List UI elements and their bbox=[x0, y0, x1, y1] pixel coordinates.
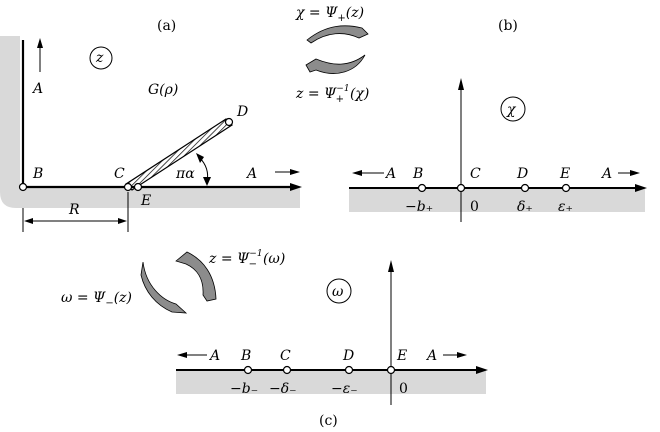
panel-a-horizontal-arrowhead bbox=[290, 183, 302, 191]
panel-b-point-B bbox=[417, 183, 427, 193]
panel-c-plane-circle bbox=[326, 278, 352, 304]
panel-a-point-E bbox=[133, 182, 143, 192]
inverse-minus-map-label: z = Ψ−1−(ω) bbox=[208, 249, 285, 270]
panel-a-angle-label: πα bbox=[175, 166, 195, 182]
panel-a-point-C bbox=[123, 182, 133, 192]
panel-b-right-arrowhead bbox=[630, 170, 640, 176]
panel-c: (c) ω A B C D E A −b₋ −δ₋ −ε₋ 0 bbox=[176, 260, 488, 429]
inverse-plus-map-label: z = Ψ−1+(χ) bbox=[295, 84, 369, 105]
panel-c-letter-A-left: A bbox=[208, 348, 220, 364]
panel-b-value-D: δ₊ bbox=[517, 199, 533, 215]
panel-a-point-D bbox=[224, 117, 234, 127]
panel-b-value-E: ε₊ bbox=[558, 199, 573, 215]
panel-c-caption: (c) bbox=[319, 413, 338, 429]
panel-b-letter-D: D bbox=[516, 166, 528, 182]
panel-c-point-D bbox=[344, 365, 354, 375]
panel-c-letter-C: C bbox=[280, 348, 291, 364]
panel-a-label-A-right: A bbox=[245, 166, 257, 182]
panel-a-point-B bbox=[18, 182, 28, 192]
panel-b-imag-axis-arrowhead bbox=[458, 78, 464, 90]
panel-a-label-B: B bbox=[32, 166, 43, 182]
panel-a-label-D: D bbox=[236, 104, 248, 120]
bottom-map-arrows: z = Ψ−1−(ω) ω = Ψ−(z) bbox=[61, 249, 285, 314]
panel-a-region-label: G(ρ) bbox=[148, 82, 178, 98]
panel-a-plane-circle bbox=[89, 46, 113, 70]
panel-a-top-arrowhead bbox=[37, 38, 43, 48]
panel-b-plane-symbol: χ bbox=[506, 102, 517, 118]
panel-b-left-arrowhead bbox=[352, 170, 362, 176]
panel-b-caption: (b) bbox=[498, 18, 518, 34]
panel-c-point-B bbox=[243, 365, 253, 375]
forward-plus-map-label: χ = Ψ+(z) bbox=[295, 5, 364, 24]
panel-c-value-E: 0 bbox=[399, 381, 408, 397]
panel-c-letter-E: E bbox=[396, 348, 407, 364]
panel-c-point-E bbox=[386, 365, 396, 375]
forward-minus-curved-arrow bbox=[140, 261, 188, 314]
panel-b-value-C: 0 bbox=[470, 199, 479, 215]
panel-a-label-C: C bbox=[114, 166, 125, 182]
panel-b-letter-A-right: A bbox=[600, 166, 612, 182]
panel-a-angle-arrowhead-bottom bbox=[203, 177, 211, 186]
panel-c-value-B: −b₋ bbox=[230, 381, 258, 397]
panel-c-point-C bbox=[282, 365, 292, 375]
top-map-arrows: χ = Ψ+(z) z = Ψ−1+(χ) bbox=[295, 5, 369, 105]
panel-b-plane-circle bbox=[500, 96, 526, 122]
panel-b-letter-B: B bbox=[412, 166, 423, 182]
panel-a-length-label: R bbox=[68, 202, 80, 218]
panel-c-shaded-halfplane bbox=[176, 370, 486, 394]
forward-minus-map-label: ω = Ψ−(z) bbox=[61, 290, 132, 309]
panel-b-letter-C: C bbox=[470, 166, 481, 182]
panel-c-letter-A-right: A bbox=[425, 348, 437, 364]
panel-c-letter-D: D bbox=[342, 348, 354, 364]
panel-b-letter-E: E bbox=[559, 166, 570, 182]
inverse-plus-curved-arrow bbox=[305, 54, 366, 74]
inverse-minus-curved-arrow bbox=[175, 251, 217, 302]
panel-b-point-D bbox=[520, 183, 530, 193]
panel-a-shaded-boundary bbox=[0, 36, 300, 208]
panel-c-letter-B: B bbox=[240, 348, 251, 364]
panel-b-letter-A-left: A bbox=[384, 166, 396, 182]
panel-b-value-B: −b₊ bbox=[405, 199, 433, 215]
panel-a-plane-symbol: z bbox=[95, 50, 104, 66]
panel-a-right-arrowhead bbox=[290, 169, 300, 175]
panel-a-label-A-top: A bbox=[31, 81, 43, 97]
panel-a-label-E: E bbox=[140, 193, 151, 209]
panel-a-caption: (a) bbox=[157, 18, 176, 34]
panel-b-point-E bbox=[561, 183, 571, 193]
panel-b-real-axis-arrowhead bbox=[635, 184, 647, 192]
panel-a-R-arrowhead-right bbox=[118, 218, 127, 224]
panel-a-R-arrowhead-left bbox=[24, 218, 33, 224]
panel-a: (a) z G(ρ) A B C E D A πα R bbox=[0, 18, 302, 232]
panel-c-plane-symbol: ω bbox=[332, 284, 344, 300]
forward-plus-curved-arrow bbox=[306, 25, 369, 44]
panel-c-left-arrowhead bbox=[177, 352, 187, 358]
panel-c-value-C: −δ₋ bbox=[269, 381, 297, 397]
panel-b-shaded-halfplane bbox=[349, 188, 645, 212]
panel-c-right-arrowhead bbox=[457, 352, 467, 358]
panel-a-angle-arrowhead-top bbox=[196, 153, 204, 163]
panel-c-value-D: −ε₋ bbox=[331, 381, 358, 397]
panel-c-real-axis-arrowhead bbox=[476, 366, 488, 374]
panel-c-imag-axis-arrowhead bbox=[388, 260, 394, 272]
panel-b: (b) χ A B C D E A −b₊ 0 δ₊ ε₊ bbox=[349, 18, 647, 222]
panel-b-point-C bbox=[456, 183, 466, 193]
